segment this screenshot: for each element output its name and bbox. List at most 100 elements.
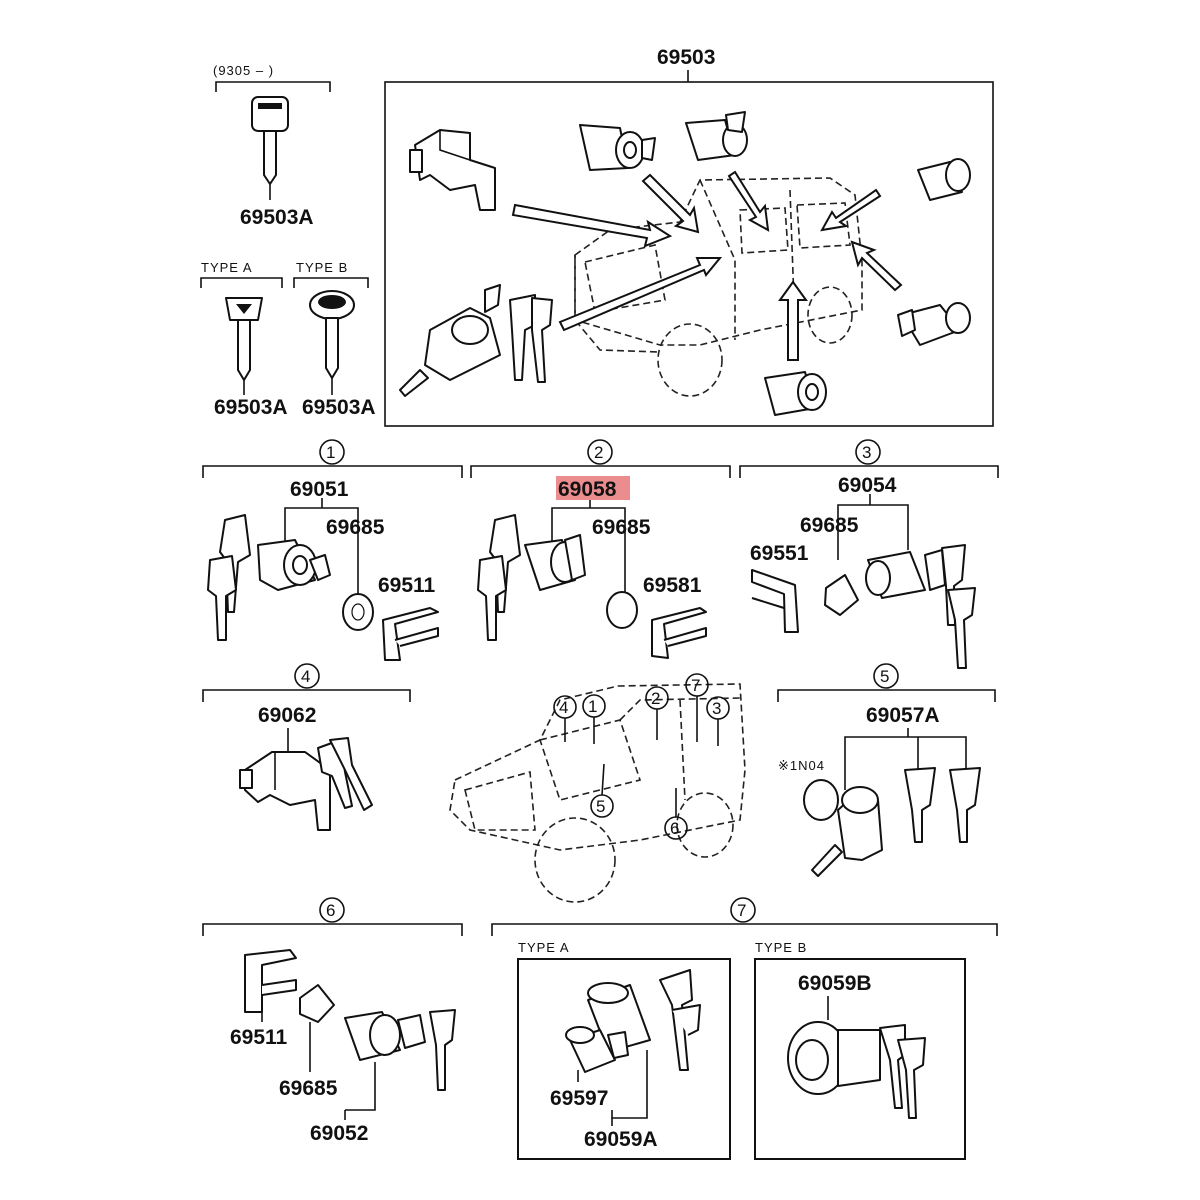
group-marker-1: 1	[319, 439, 345, 465]
part-number-69581: 69581	[643, 574, 702, 597]
position-marker-4: 4	[553, 695, 577, 742]
group-marker-4: 4	[294, 663, 320, 689]
part-number-69685-d: 69685	[279, 1077, 338, 1100]
type-b-label: TYPE B	[296, 260, 348, 275]
retainer-clip-icon	[382, 607, 439, 661]
group-marker-2: 2	[587, 439, 613, 465]
ignition-switch-icon	[399, 284, 501, 397]
part-number-n04: ※1N04	[778, 758, 825, 773]
position-marker-7: 7	[685, 673, 709, 742]
part-number-69503A: 69503A	[240, 206, 314, 229]
svg-text:3: 3	[862, 443, 871, 462]
type-b-label: TYPE B	[755, 940, 807, 955]
svg-text:5: 5	[880, 667, 889, 686]
svg-text:7: 7	[691, 676, 700, 695]
type-b-box	[754, 958, 966, 1160]
part-number-69511: 69511	[378, 574, 436, 597]
key-icon	[251, 96, 289, 185]
part-number-69551: 69551	[750, 542, 809, 565]
retainer-clip-icon	[751, 569, 799, 633]
type-a-box	[517, 958, 731, 1160]
part-number-69503A-type-b: 69503A	[302, 396, 376, 419]
key-pair-icon	[509, 294, 553, 383]
svg-text:2: 2	[594, 443, 603, 462]
key-icon	[941, 544, 976, 669]
lock-cylinder-icon	[764, 371, 827, 416]
key-icon	[949, 767, 981, 843]
type-a-label: TYPE A	[201, 260, 253, 275]
lock-cylinder-icon	[565, 1026, 629, 1073]
key-icon	[659, 969, 701, 1071]
svg-text:1: 1	[326, 443, 335, 462]
gasket-icon	[342, 593, 374, 631]
o-ring-icon	[803, 779, 839, 821]
group-marker-5: 5	[873, 663, 899, 689]
part-number-69503: 69503	[657, 46, 715, 69]
part-number-69503A-type-a: 69503A	[214, 396, 288, 419]
group-marker-6: 6	[319, 897, 345, 923]
bracket	[215, 81, 331, 92]
part-number-69058: 69058	[558, 478, 617, 501]
door-lock-assembly-icon	[409, 129, 496, 211]
svg-text:2: 2	[651, 689, 660, 708]
retainer-clip-icon	[244, 949, 297, 1013]
gasket-icon	[299, 984, 335, 1023]
position-marker-1: 1	[582, 694, 606, 744]
svg-text:4: 4	[301, 667, 310, 686]
type-b-key-icon	[309, 290, 355, 379]
svg-text:1: 1	[588, 697, 597, 716]
key-icon	[207, 514, 251, 641]
lock-cylinder-icon	[787, 1021, 881, 1095]
position-marker-2: 2	[645, 686, 669, 740]
part-number-69052: 69052	[310, 1122, 368, 1145]
lock-cylinder-icon	[897, 302, 971, 346]
type-a-label: TYPE A	[518, 940, 570, 955]
part-number-69511-b: 69511	[230, 1026, 288, 1049]
position-marker-5: 5	[590, 763, 614, 818]
part-number-69685-b: 69685	[592, 516, 651, 539]
position-marker-3: 3	[706, 696, 730, 746]
position-marker-6: 6	[664, 788, 688, 840]
part-number-69685: 69685	[326, 516, 385, 539]
door-lock-cylinder-icon	[257, 539, 331, 591]
svg-text:3: 3	[712, 699, 721, 718]
svg-text:4: 4	[559, 698, 568, 717]
svg-text:6: 6	[670, 819, 679, 838]
arrows	[511, 170, 903, 361]
part-number-69059A: 69059A	[584, 1128, 658, 1151]
part-number-69062: 69062	[258, 704, 316, 727]
svg-text:5: 5	[596, 797, 605, 816]
lock-cylinder-icon	[917, 158, 971, 201]
lock-cylinder-icon	[685, 111, 748, 161]
retainer-clip-icon	[651, 607, 707, 659]
part-number-69685-c: 69685	[800, 514, 859, 537]
hood-lock-icon	[239, 751, 331, 831]
lock-set-box	[384, 81, 994, 427]
ignition-cylinder-icon	[811, 786, 883, 877]
lock-cylinder-icon	[579, 124, 656, 171]
part-number-69051: 69051	[290, 478, 349, 501]
group-marker-3: 3	[855, 439, 881, 465]
key-icon	[429, 1009, 456, 1091]
part-number-69054: 69054	[838, 474, 897, 497]
gasket-icon	[606, 591, 638, 629]
door-lock-cylinder-icon	[865, 549, 946, 599]
vehicle-outline	[574, 177, 863, 397]
part-number-69057A: 69057A	[866, 704, 940, 727]
part-number-69059B: 69059B	[798, 972, 872, 995]
gasket-icon	[824, 574, 859, 616]
production-date-note: (9305 – )	[213, 63, 274, 78]
key-icon	[879, 1024, 926, 1119]
door-lock-cylinder-icon	[524, 534, 586, 591]
key-icon	[904, 767, 936, 843]
key-icon	[477, 514, 521, 641]
door-lock-cylinder-icon	[344, 1011, 426, 1061]
svg-text:6: 6	[326, 901, 335, 920]
type-a-key-icon	[225, 297, 263, 381]
key-icon	[317, 737, 373, 811]
group-marker-7: 7	[730, 897, 756, 923]
highlight-69058	[556, 476, 630, 500]
part-number-69597: 69597	[550, 1087, 608, 1110]
vehicle-outline	[449, 683, 746, 903]
